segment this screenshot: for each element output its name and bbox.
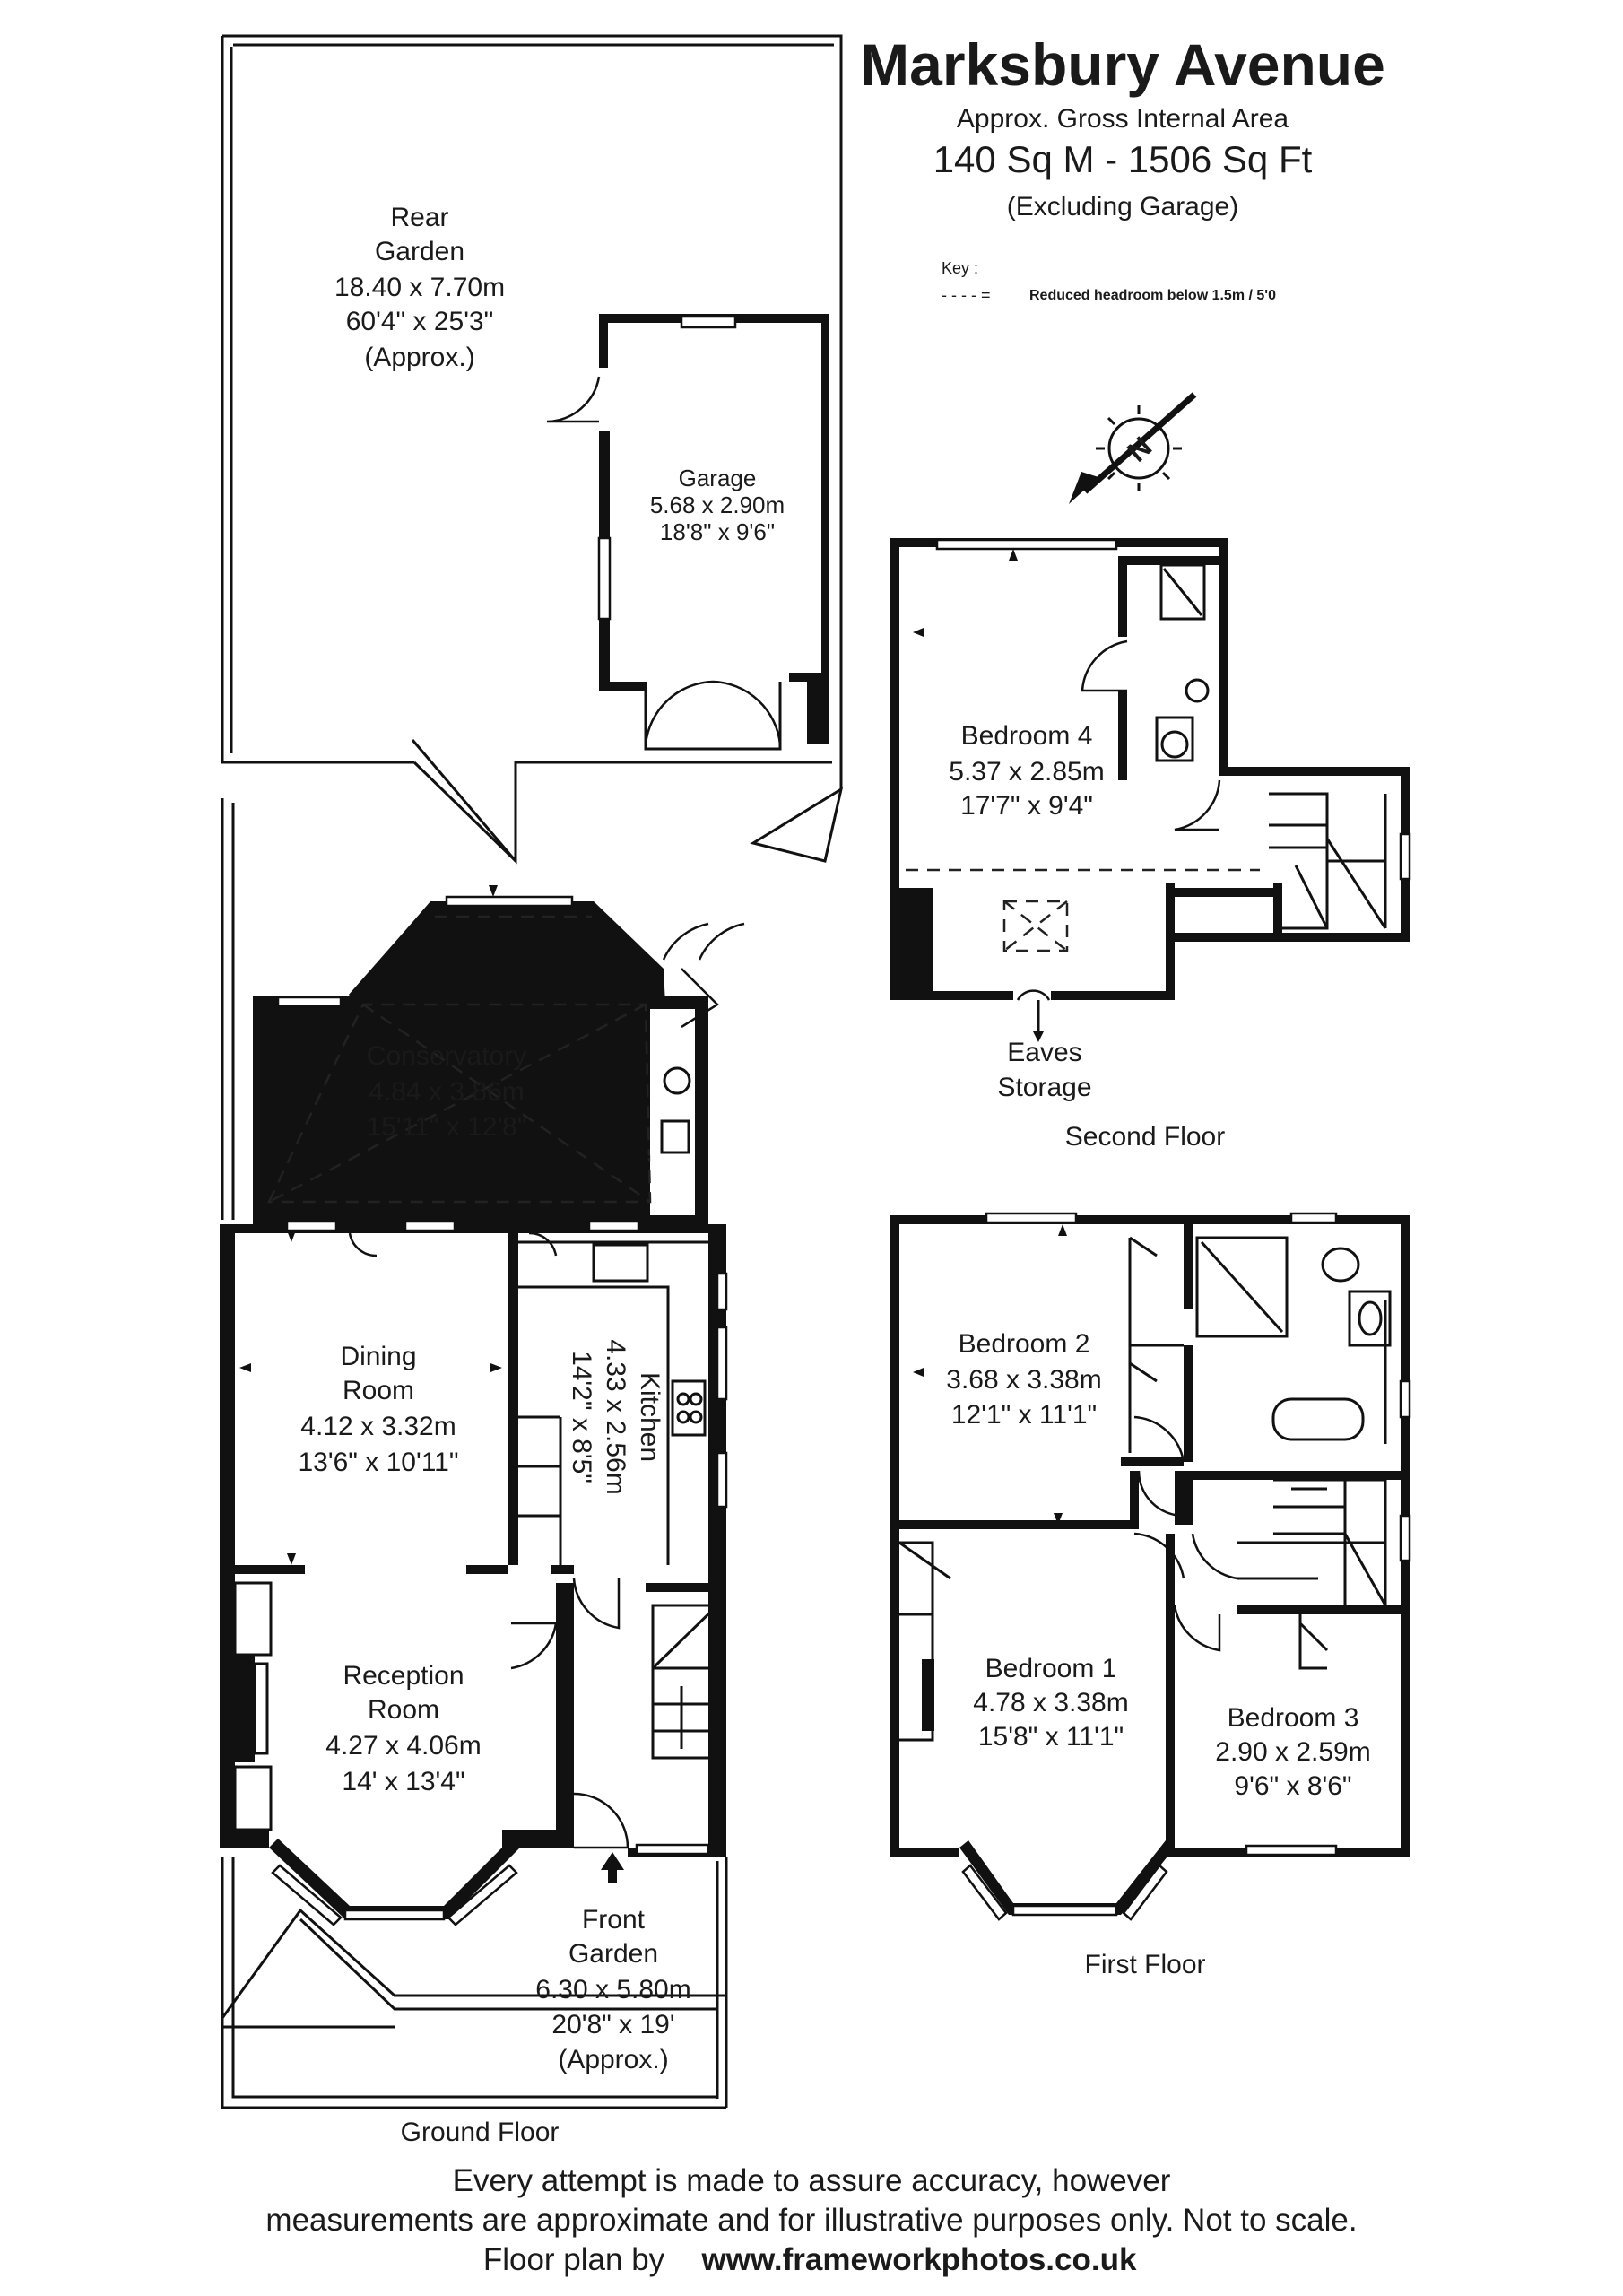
key-symbol: - - - - = bbox=[942, 286, 991, 304]
svg-text:20'8" x 19': 20'8" x 19' bbox=[551, 2010, 674, 2039]
svg-text:12'1" x 11'1": 12'1" x 11'1" bbox=[951, 1400, 1097, 1430]
garage-label: Garage 5.68 x 2.90m 18'8" x 9'6" bbox=[650, 465, 785, 545]
bedroom-2-label: Bedroom 2 3.68 x 3.38m 12'1" x 11'1" bbox=[946, 1329, 1101, 1430]
second-floor bbox=[890, 538, 1411, 1042]
svg-text:15'8" x 11'1": 15'8" x 11'1" bbox=[978, 1722, 1124, 1752]
key-description: Reduced headroom below 1.5m / 5'0 bbox=[1029, 288, 1276, 303]
second-floor-caption: Second Floor bbox=[1065, 1122, 1225, 1152]
svg-text:Storage: Storage bbox=[997, 1073, 1091, 1102]
credit-url[interactable]: www.frameworkphotos.co.uk bbox=[701, 2242, 1137, 2277]
disclaimer: Every attempt is made to assure accuracy… bbox=[265, 2163, 1357, 2277]
svg-text:17'7" x 9'4": 17'7" x 9'4" bbox=[960, 791, 1093, 821]
key-heading: Key : bbox=[942, 259, 978, 277]
svg-text:14'2" x 8'5": 14'2" x 8'5" bbox=[567, 1351, 596, 1483]
svg-text:3.68 x 3.38m: 3.68 x 3.38m bbox=[946, 1365, 1101, 1395]
header: Marksbury Avenue Approx. Gross Internal … bbox=[860, 31, 1385, 222]
bedroom-1-label: Bedroom 1 4.78 x 3.38m 15'8" x 11'1" bbox=[973, 1654, 1128, 1752]
gross-internal-area: 140 Sq M - 1506 Sq Ft bbox=[933, 138, 1313, 180]
ground-main bbox=[220, 885, 728, 1926]
svg-text:Eaves: Eaves bbox=[1007, 1038, 1081, 1067]
svg-text:Rear: Rear bbox=[390, 203, 448, 232]
kitchen-label: Kitchen 4.33 x 2.56m 14'2" x 8'5" bbox=[567, 1339, 664, 1494]
svg-text:Dining: Dining bbox=[340, 1342, 416, 1371]
svg-text:(Approx.): (Approx.) bbox=[558, 2045, 668, 2074]
disclaimer-line-1: Every attempt is made to assure accuracy… bbox=[453, 2163, 1171, 2198]
svg-text:4.27 x 4.06m: 4.27 x 4.06m bbox=[325, 1731, 481, 1761]
svg-text:Front: Front bbox=[582, 1905, 646, 1935]
svg-text:6.30 x 5.80m: 6.30 x 5.80m bbox=[535, 1975, 690, 2005]
svg-text:Room: Room bbox=[343, 1376, 414, 1405]
svg-text:2.90 x 2.59m: 2.90 x 2.59m bbox=[1215, 1737, 1370, 1767]
svg-text:9'6" x 8'6": 9'6" x 8'6" bbox=[1234, 1771, 1351, 1801]
eaves-storage-label: Eaves Storage bbox=[997, 1038, 1091, 1102]
svg-text:Garage: Garage bbox=[679, 465, 757, 491]
svg-text:Garden: Garden bbox=[375, 237, 464, 266]
area-caption: Approx. Gross Internal Area bbox=[957, 104, 1289, 134]
ground-floor bbox=[220, 34, 844, 2109]
svg-text:Garden: Garden bbox=[568, 1939, 658, 1969]
svg-text:60'4" x 25'3": 60'4" x 25'3" bbox=[346, 307, 494, 336]
legend-key: Key : - - - - = Reduced headroom below 1… bbox=[942, 259, 1276, 304]
svg-text:Reception: Reception bbox=[343, 1661, 464, 1691]
svg-text:18.40 x 7.70m: 18.40 x 7.70m bbox=[334, 273, 505, 302]
svg-text:15'11" x 12'8": 15'11" x 12'8" bbox=[367, 1112, 527, 1142]
conservatory bbox=[253, 895, 745, 1229]
front-garden bbox=[221, 1857, 728, 2109]
credit-prefix: Floor plan by bbox=[483, 2242, 665, 2277]
svg-text:18'8" x 9'6": 18'8" x 9'6" bbox=[660, 518, 775, 545]
svg-text:(Approx.): (Approx.) bbox=[364, 343, 474, 372]
svg-text:Bedroom 3: Bedroom 3 bbox=[1228, 1703, 1359, 1733]
first-floor-caption: First Floor bbox=[1085, 1950, 1206, 1979]
first-floor bbox=[890, 1212, 1411, 1921]
bedroom-3-label: Bedroom 3 2.90 x 2.59m 9'6" x 8'6" bbox=[1215, 1703, 1370, 1801]
front-garden-label: Front Garden 6.30 x 5.80m 20'8" x 19' (A… bbox=[535, 1905, 690, 2074]
svg-text:5.68 x 2.90m: 5.68 x 2.90m bbox=[650, 491, 785, 518]
ground-floor-caption: Ground Floor bbox=[401, 2118, 560, 2147]
svg-text:4.78 x 3.38m: 4.78 x 3.38m bbox=[973, 1688, 1128, 1718]
svg-text:Room: Room bbox=[368, 1695, 439, 1725]
svg-text:4.33 x 2.56m: 4.33 x 2.56m bbox=[601, 1339, 630, 1494]
disclaimer-line-2: measurements are approximate and for ill… bbox=[265, 2203, 1357, 2238]
svg-text:14' x 13'4": 14' x 13'4" bbox=[342, 1767, 464, 1796]
svg-text:5.37 x 2.85m: 5.37 x 2.85m bbox=[949, 757, 1104, 787]
reception-room-label: Reception Room 4.27 x 4.06m 14' x 13'4" bbox=[325, 1661, 481, 1796]
svg-text:Conservatory: Conservatory bbox=[367, 1041, 526, 1071]
svg-text:4.84 x 3.86m: 4.84 x 3.86m bbox=[369, 1077, 524, 1107]
rear-garden-label: Rear Garden 18.40 x 7.70m 60'4" x 25'3" … bbox=[334, 203, 505, 372]
conservatory-label: Conservatory 4.84 x 3.86m 15'11" x 12'8" bbox=[367, 1041, 527, 1142]
bedroom-4-label: Bedroom 4 5.37 x 2.85m 17'7" x 9'4" bbox=[949, 721, 1104, 821]
svg-text:Kitchen: Kitchen bbox=[635, 1372, 664, 1462]
svg-text:13'6" x 10'11": 13'6" x 10'11" bbox=[299, 1448, 459, 1477]
svg-text:Bedroom 4: Bedroom 4 bbox=[961, 721, 1093, 751]
svg-text:4.12 x 3.32m: 4.12 x 3.32m bbox=[300, 1412, 456, 1441]
area-note: (Excluding Garage) bbox=[1007, 192, 1238, 222]
svg-text:Bedroom 2: Bedroom 2 bbox=[959, 1329, 1090, 1359]
dining-room-label: Dining Room 4.12 x 3.32m 13'6" x 10'11" bbox=[299, 1342, 459, 1477]
svg-text:Bedroom 1: Bedroom 1 bbox=[985, 1654, 1117, 1683]
compass-icon: N bbox=[1069, 392, 1197, 504]
property-title: Marksbury Avenue bbox=[860, 31, 1385, 98]
garage bbox=[546, 314, 829, 751]
